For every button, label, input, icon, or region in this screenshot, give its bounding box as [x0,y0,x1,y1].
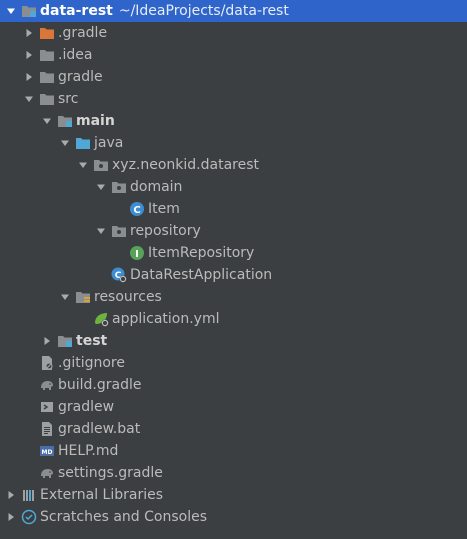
tree-node-application-yml[interactable]: application.yml [0,308,467,330]
tree-node-gradlew[interactable]: gradlew [0,396,467,418]
tree-node-label: HELP.md [58,443,119,459]
tree-node-item-repository[interactable]: I ItemRepository [0,242,467,264]
tree-node-label: xyz.neonkid.datarest [112,157,260,173]
libraries-icon [21,487,37,503]
chevron-right-icon[interactable] [5,484,17,506]
chevron-down-icon[interactable] [41,110,53,132]
project-path: ~/IdeaProjects/data-rest [118,3,289,19]
tree-node-label: Scratches and Consoles [40,509,207,525]
tree-node-gradle[interactable]: gradle [0,66,467,88]
tree-node-resources[interactable]: resources [0,286,467,308]
package-icon [111,179,127,195]
class-icon: C [129,201,145,217]
tree-node-scratches[interactable]: Scratches and Consoles [0,506,467,528]
tree-node-label: .idea [58,47,93,63]
tree-node-label: External Libraries [40,487,163,503]
chevron-down-icon[interactable] [23,88,35,110]
spring-class-icon: C [111,267,127,283]
folder-orange-icon [39,25,55,41]
module-folder-icon [57,113,73,129]
tree-node-dot-idea[interactable]: .idea [0,44,467,66]
chevron-right-icon[interactable] [23,44,35,66]
chevron-down-icon[interactable] [95,220,107,242]
tree-node-build-gradle[interactable]: build.gradle [0,374,467,396]
tree-node-label: gradle [58,69,103,85]
package-icon [111,223,127,239]
tree-node-package[interactable]: xyz.neonkid.datarest [0,154,467,176]
source-folder-icon [75,135,91,151]
tree-node-label: .gradle [58,25,108,41]
tree-node-label: src [58,91,79,107]
tree-node-java[interactable]: java [0,132,467,154]
tree-node-label: domain [130,179,183,195]
gradle-elephant-icon [39,465,55,481]
folder-icon [39,69,55,85]
tree-node-label: gradlew [58,399,115,415]
tree-node-main[interactable]: main [0,110,467,132]
tree-node-data-rest-application[interactable]: C DataRestApplication [0,264,467,286]
tree-node-label: DataRestApplication [130,267,273,283]
chevron-right-icon[interactable] [5,506,17,528]
module-folder-icon [57,333,73,349]
svg-text:C: C [115,271,122,281]
folder-icon [39,91,55,107]
gradle-elephant-icon [39,377,55,393]
folder-icon [39,47,55,63]
module-folder-icon [21,3,37,19]
tree-node-src[interactable]: src [0,88,467,110]
resources-folder-icon [75,289,91,305]
tree-node-repository[interactable]: repository [0,220,467,242]
tree-node-data-rest[interactable]: data-rest~/IdeaProjects/data-rest [0,0,467,22]
tree-node-label: repository [130,223,201,239]
tree-node-label: .gitignore [58,355,125,371]
svg-text:MD: MD [42,449,53,456]
chevron-down-icon[interactable] [59,286,71,308]
tree-node-label: main [76,113,115,129]
tree-node-label: gradlew.bat [58,421,141,437]
scratches-icon [21,509,37,525]
chevron-down-icon[interactable] [5,0,17,22]
tree-node-test[interactable]: test [0,330,467,352]
tree-node-label: java [94,135,124,151]
svg-text:I: I [135,249,139,260]
tree-node-label: build.gradle [58,377,142,393]
tree-node-domain[interactable]: domain [0,176,467,198]
chevron-down-icon[interactable] [95,176,107,198]
package-icon [93,157,109,173]
tree-node-label: ItemRepository [148,245,255,261]
tree-node-label: application.yml [112,311,220,327]
tree-node-settings-gradle[interactable]: settings.gradle [0,462,467,484]
chevron-right-icon[interactable] [41,330,53,352]
tree-node-dot-gradle[interactable]: .gradle [0,22,467,44]
chevron-right-icon[interactable] [23,66,35,88]
spring-config-icon [93,311,109,327]
svg-text:C: C [133,205,140,216]
text-file-icon [39,421,55,437]
tree-node-external-libraries[interactable]: External Libraries [0,484,467,506]
tree-node-gitignore[interactable]: .gitignore [0,352,467,374]
tree-node-help-md[interactable]: MD HELP.md [0,440,467,462]
tree-node-label: resources [94,289,162,305]
tree-node-gradlew-bat[interactable]: gradlew.bat [0,418,467,440]
ignore-file-icon [39,355,55,371]
chevron-down-icon[interactable] [77,154,89,176]
markdown-icon: MD [39,443,55,459]
project-tree[interactable]: data-rest~/IdeaProjects/data-rest .gradle… [0,0,467,528]
chevron-right-icon[interactable] [23,22,35,44]
chevron-down-icon[interactable] [59,132,71,154]
tree-node-label: settings.gradle [58,465,163,481]
tree-node-label: Item [148,201,180,217]
tree-node-label: data-rest~/IdeaProjects/data-rest [40,3,289,19]
interface-icon: I [129,245,145,261]
tree-node-label: test [76,333,108,349]
tree-node-item[interactable]: C Item [0,198,467,220]
shell-script-icon [39,399,55,415]
